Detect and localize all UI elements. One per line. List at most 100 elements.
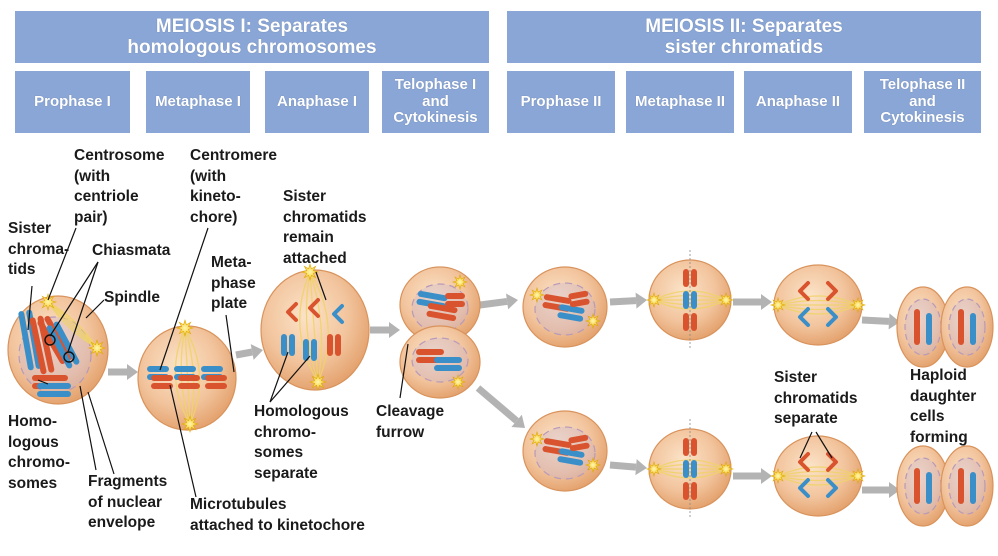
chromosome — [798, 478, 810, 498]
label-line: chromatids — [774, 389, 858, 407]
chromatid — [426, 310, 457, 322]
chromatid — [798, 478, 810, 498]
cell-telophase-2-bottom — [896, 445, 994, 527]
cell-telophase-1-bottom — [399, 325, 481, 399]
flow-arrow — [609, 459, 647, 476]
chromatid — [691, 438, 697, 456]
chiasma-marker — [63, 351, 75, 363]
chromatid — [311, 339, 317, 361]
label-line: Sister — [8, 220, 52, 237]
chromosome — [434, 357, 462, 371]
chromosome — [308, 298, 320, 318]
label-line: of nuclear — [88, 493, 163, 511]
chromatid — [37, 391, 71, 397]
flow-arrow — [479, 293, 518, 310]
centrosome-icon — [584, 456, 602, 474]
chromatid — [308, 298, 320, 318]
nuclear-envelope — [948, 457, 986, 515]
chromatid — [29, 317, 47, 375]
spindle-fiber — [47, 301, 98, 349]
label-line: chromo- — [8, 454, 70, 472]
cell-prophase-2-bottom — [522, 410, 608, 492]
label-line: kineto- — [190, 188, 241, 206]
arrow-head — [127, 364, 138, 380]
chromatid — [557, 456, 584, 466]
spindle-fiber — [777, 475, 859, 482]
chromatid — [558, 304, 585, 314]
chromosome — [683, 438, 697, 456]
flow-arrow — [235, 344, 263, 360]
label-metaphase-plate: Meta- phase plate — [211, 253, 256, 315]
chromatid — [416, 349, 444, 355]
centrosome-icon — [38, 292, 58, 312]
meiosis-2-header-line2: sister chromatids — [664, 37, 824, 58]
chromatid — [826, 281, 838, 301]
phase-prophase-1: Prophase I — [15, 71, 130, 133]
chromosome — [683, 291, 697, 309]
flow-arrow — [609, 292, 647, 309]
label-line: forming — [910, 428, 968, 446]
label-line: chore) — [190, 208, 238, 226]
chromatid — [18, 311, 34, 371]
chromatid — [427, 302, 458, 314]
phase-label: Telophase II — [879, 75, 966, 93]
label-line: cells — [910, 408, 945, 426]
centrosome-icon — [528, 286, 546, 304]
arrow-shaft — [475, 385, 519, 424]
chromatid — [445, 301, 465, 307]
spindle-fiber — [184, 327, 201, 425]
chromosome — [798, 281, 810, 301]
label-chiasmata: Chiasmata — [92, 241, 170, 262]
centrosome-icon — [449, 373, 467, 391]
chromatid — [958, 309, 964, 345]
chromosome — [970, 472, 976, 504]
chromatid — [798, 307, 810, 327]
pointer-line — [399, 343, 409, 399]
spindle-fiber — [653, 468, 727, 479]
phase-prophase-2: Prophase II — [507, 71, 615, 133]
label-sister-chromatids-separate: Sister chromatids separate — [774, 368, 858, 430]
arrow-shaft — [235, 348, 253, 359]
label-line: chromatids — [283, 208, 367, 226]
arrow-head — [250, 344, 263, 360]
chromosome — [568, 290, 590, 308]
spindle-fiber — [299, 271, 319, 383]
chromosome — [958, 468, 964, 504]
flow-arrows — [108, 292, 900, 498]
label-line: Sister — [774, 369, 818, 386]
nuclear-envelope — [904, 457, 942, 515]
chromosome — [683, 460, 697, 478]
meiosis-2-header: MEIOSIS II: Separates sister chromatids — [507, 11, 981, 63]
arrow-head — [389, 322, 400, 338]
chromatid — [205, 383, 227, 389]
label-line: chroma- — [8, 240, 70, 258]
label-line: separate — [774, 410, 838, 428]
chromatid — [332, 304, 344, 324]
pointer-lines — [27, 227, 833, 498]
label-centromere: Centromere (with kineto- chore) — [190, 146, 277, 228]
chromatid — [327, 334, 333, 356]
chromatid — [37, 319, 66, 365]
chromosome — [926, 472, 932, 504]
chromatid — [557, 312, 584, 322]
chromatid — [178, 383, 200, 389]
flow-arrow — [475, 385, 525, 428]
chromatid — [683, 269, 689, 287]
centrosome-icon — [717, 460, 735, 478]
pointer-line — [799, 431, 813, 459]
chromatid — [914, 468, 920, 504]
chromosome — [327, 334, 341, 356]
arrow-head — [635, 292, 647, 309]
spindle-fiber — [777, 299, 859, 306]
pointer-line — [49, 261, 99, 337]
meiosis-2-header-line1: MEIOSIS II: Separates — [645, 15, 843, 37]
phase-metaphase-1: Metaphase I — [146, 71, 250, 133]
label-line: Microtubules — [190, 496, 287, 513]
pointer-line — [27, 285, 33, 331]
pointer-line — [159, 227, 209, 371]
spindle-fiber — [309, 271, 323, 383]
label-line: Homo- — [8, 413, 58, 430]
chromatid — [826, 307, 838, 327]
label-line: (with — [74, 167, 111, 185]
chromatid — [569, 442, 590, 452]
